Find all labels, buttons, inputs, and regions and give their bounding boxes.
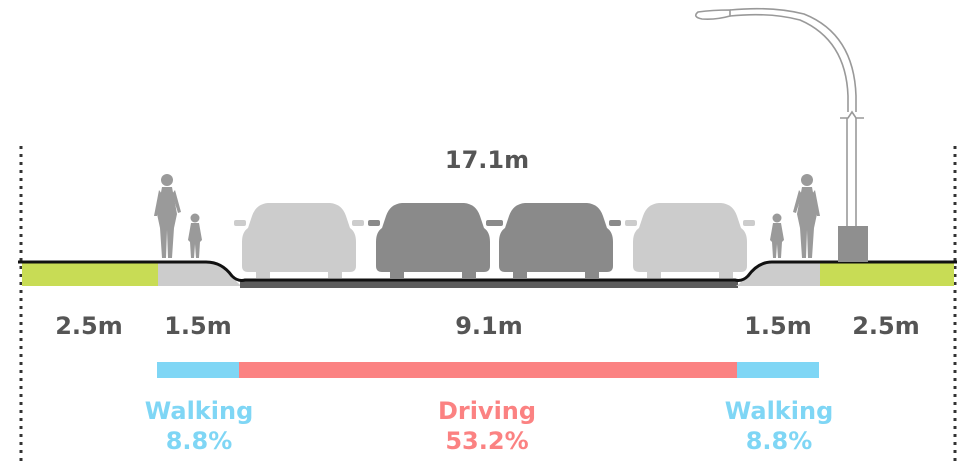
street-profile-line	[18, 260, 957, 282]
roadway-width-label: 9.1m	[455, 312, 523, 340]
street-lamp-icon	[694, 7, 868, 262]
pedestrian-icon	[770, 213, 784, 258]
pedestrian-icon	[188, 213, 202, 258]
left-sidewalk-width-label: 1.5m	[164, 312, 232, 340]
pedestrian-icon	[793, 174, 820, 258]
mode-label: Driving	[437, 397, 537, 425]
right-green-strip	[820, 262, 954, 286]
pedestrian-icon	[154, 174, 181, 258]
left-walking-mode: Walking 8.8%	[145, 396, 254, 456]
mode-label: Walking	[144, 397, 254, 425]
left-green-strip	[22, 262, 158, 286]
car-icon	[368, 203, 498, 278]
right-green-width-label: 2.5m	[852, 312, 920, 340]
mode-label: Walking	[724, 397, 834, 425]
left-green-width-label: 2.5m	[55, 312, 123, 340]
roadway	[240, 280, 738, 288]
car-icon	[234, 203, 364, 278]
right-sidewalk-width-label: 1.5m	[744, 312, 812, 340]
walking-bar-right	[737, 362, 819, 378]
car-icon	[625, 203, 755, 278]
right-walking-mode: Walking 8.8%	[725, 396, 834, 456]
walking-bar-left	[157, 362, 239, 378]
car-icon	[491, 203, 621, 278]
mode-percent: 8.8%	[165, 427, 233, 455]
total-width-label: 17.1m	[444, 146, 530, 174]
driving-bar	[239, 362, 737, 378]
mode-percent: 53.2%	[445, 427, 529, 455]
driving-mode: Driving 53.2%	[438, 396, 536, 456]
mode-percent: 8.8%	[745, 427, 813, 455]
left-sidewalk	[158, 262, 242, 286]
